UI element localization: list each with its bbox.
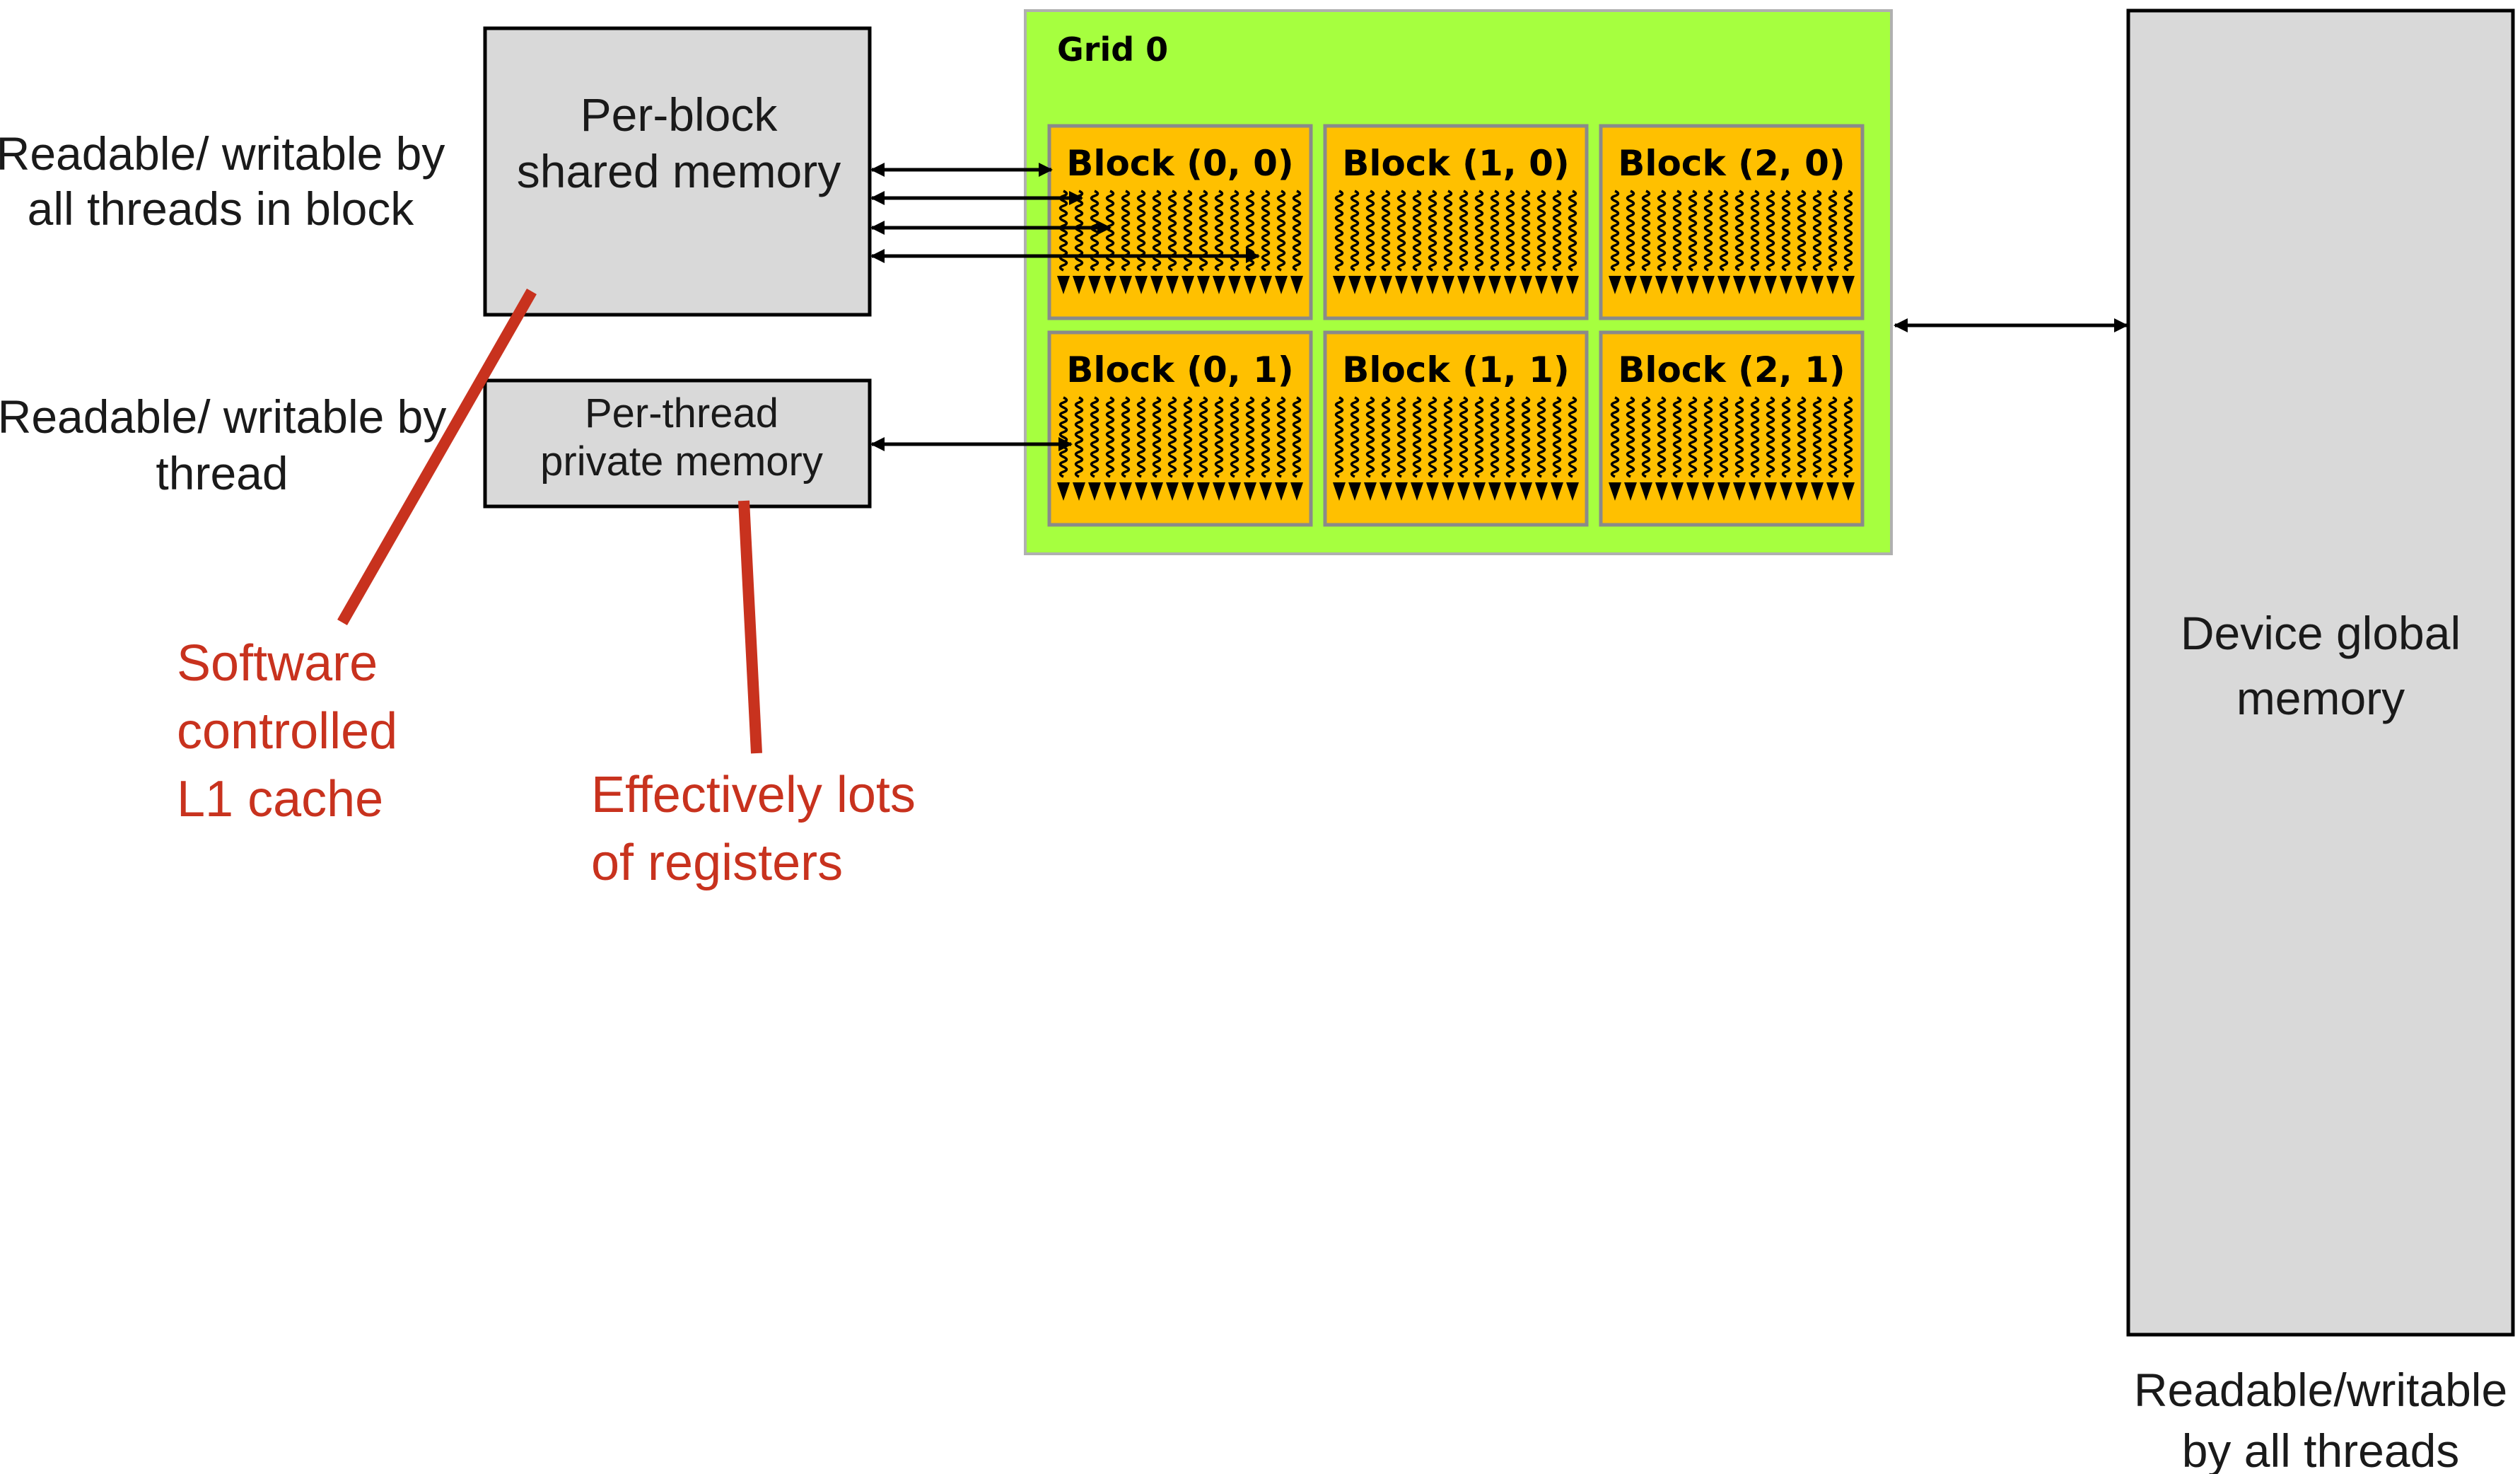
private-access-label: Readable/ writable by thread [0,390,446,499]
global-memory-line-2: memory [2236,672,2405,724]
private-access-line-2: thread [156,447,288,499]
block-label: Block (2, 0) [1618,143,1845,184]
global-memory-line-1: Device global [2181,607,2461,659]
global-access-line-1: Readable/writable [2134,1364,2507,1416]
shared-memory-box: Per-block shared memory [485,28,870,315]
shared-access-label: Readable/ writable by all threads in blo… [0,127,445,235]
thread-block: Block (0, 0) [1049,126,1311,318]
shared-access-line-1: Readable/ writable by [0,127,445,180]
registers-pointer-line [744,501,757,753]
shared-memory-line-1: Per-block [581,88,778,141]
thread-block: Block (2, 0) [1601,126,1862,318]
thread-block: Block (1, 0) [1325,126,1587,318]
block-label: Block (0, 0) [1066,143,1294,184]
private-memory-line-2: private memory [540,439,823,484]
block-label: Block (1, 0) [1342,143,1570,184]
shared-memory-line-2: shared memory [517,145,841,197]
l1-note-line-2: controlled [177,703,397,760]
private-memory-box: Per-thread private memory [485,381,870,506]
l1-cache-note: Software controlled L1 cache [177,635,397,828]
registers-note: Effectively lots of registers [591,767,916,891]
registers-note-line-1: Effectively lots [591,767,916,823]
thread-block: Block (0, 1) [1049,332,1311,525]
block-label: Block (1, 1) [1342,349,1570,390]
private-memory-line-1: Per-thread [585,390,778,436]
grid-0: Grid 0 Block (0, 0) Block (1, 0) Block (2,… [1025,11,1891,554]
block-label: Block (2, 1) [1618,349,1845,390]
thread-block: Block (2, 1) [1601,332,1862,525]
l1-note-line-1: Software [177,635,378,692]
shared-access-line-2: all threads in block [28,182,415,235]
global-memory-box: Device global memory [2128,11,2513,1335]
private-access-line-1: Readable/ writable by [0,390,446,443]
block-label: Block (0, 1) [1066,349,1294,390]
thread-block: Block (1, 1) [1325,332,1587,525]
l1-note-line-3: L1 cache [177,771,383,828]
registers-note-line-2: of registers [591,835,843,891]
global-access-label: Readable/writable by all threads [2134,1364,2507,1474]
global-access-line-2: by all threads [2182,1424,2460,1474]
grid-title: Grid 0 [1057,30,1168,69]
